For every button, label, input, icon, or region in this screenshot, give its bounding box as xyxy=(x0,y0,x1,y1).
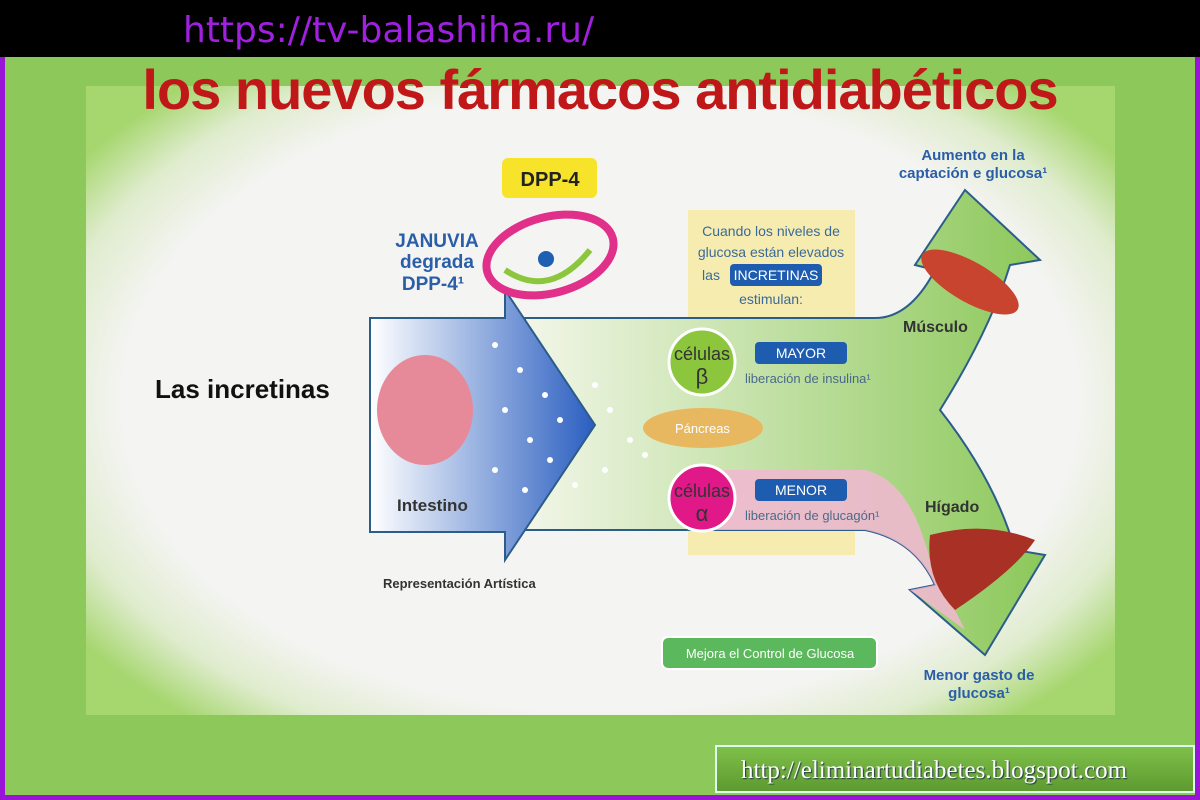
heading: Las incretinas xyxy=(155,374,330,404)
liver-label: Hígado xyxy=(925,499,979,516)
svg-text:Menor gasto de: Menor gasto de xyxy=(924,667,1035,684)
svg-text:Aumento en la: Aumento en la xyxy=(921,147,1025,164)
uptake-label: Aumento en la captación e glucosa¹ xyxy=(899,147,1047,182)
svg-text:glucosa¹: glucosa¹ xyxy=(948,685,1010,702)
svg-text:Cuando los niveles de: Cuando los niveles de xyxy=(702,223,840,239)
alpha-cells-label: células xyxy=(674,481,730,501)
diagram-panel: DPP-4 JANUVIA degrada DPP-4¹ Las increti… xyxy=(86,86,1115,715)
result-badge xyxy=(661,636,878,670)
beta-cells-label: células xyxy=(674,344,730,364)
overlay-bar: https://tv-balashiha.ru/ xyxy=(0,0,1200,57)
beta-symbol: β xyxy=(696,364,709,389)
slide-title: los nuevos fármacos antidiabéticos xyxy=(142,58,1058,121)
svg-text:glucosa están elevados: glucosa están elevados xyxy=(698,244,844,260)
pancreas-image xyxy=(643,408,763,448)
intestine-label: Intestino xyxy=(397,496,468,515)
pink-flow xyxy=(695,470,965,630)
output-label: Menor gasto de glucosa¹ xyxy=(924,667,1035,702)
result-label: Mejora el Control de Glucosa xyxy=(686,646,855,661)
incretin-dots xyxy=(492,342,648,493)
muscle-image xyxy=(921,249,1019,315)
svg-text:DPP-4¹: DPP-4¹ xyxy=(402,274,464,295)
glucagon-text: liberación de glucagón¹ xyxy=(745,508,880,523)
insulin-text: liberación de insulina¹ xyxy=(745,371,871,386)
muscle-label: Músculo xyxy=(903,319,968,336)
intestine-image xyxy=(377,355,473,465)
note-text: Cuando los niveles de glucosa están elev… xyxy=(698,223,844,307)
mayor-badge: MAYOR xyxy=(776,345,826,361)
januvia-label: JANUVIA degrada DPP-4¹ xyxy=(395,231,479,295)
svg-text:degrada: degrada xyxy=(400,252,474,273)
blog-banner: http://eliminartudiabetes.blogspot.com xyxy=(715,745,1195,793)
blog-url: http://eliminartudiabetes.blogspot.com xyxy=(741,757,1128,784)
svg-text:las: las xyxy=(702,267,720,283)
svg-text:INCRETINAS: INCRETINAS xyxy=(734,267,819,283)
alpha-cells-icon xyxy=(667,463,737,533)
video-frame: los nuevos fármacos antidiabéticos DPP-4… xyxy=(5,0,1195,795)
overlay-url: https://tv-balashiha.ru/ xyxy=(183,10,595,51)
menor-badge: MENOR xyxy=(775,482,827,498)
incretin-diagram: DPP-4 JANUVIA degrada DPP-4¹ Las increti… xyxy=(155,147,1047,702)
dpp4-badge-bg xyxy=(502,158,597,198)
representation-label: Representación Artística xyxy=(383,576,536,591)
dpp4-enzyme-icon xyxy=(482,210,618,300)
pancreas-label: Páncreas xyxy=(675,421,730,436)
svg-text:estimulan:: estimulan: xyxy=(739,291,803,307)
beta-cells-icon xyxy=(667,327,737,397)
svg-text:captación e glucosa¹: captación e glucosa¹ xyxy=(899,165,1047,182)
svg-text:JANUVIA: JANUVIA xyxy=(395,231,479,252)
alpha-symbol: α xyxy=(696,501,709,526)
liver-image xyxy=(929,528,1035,610)
dpp4-badge: DPP-4 xyxy=(521,169,581,191)
